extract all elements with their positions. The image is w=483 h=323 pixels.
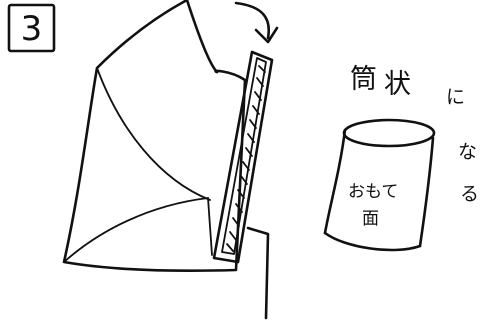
caption-text: 筒 状 に な る [350,64,479,205]
can-label-line2: 面 [362,209,379,229]
step-box-frame [7,3,56,53]
step-number-box: 3 [7,3,56,53]
glue-strip [212,50,274,264]
can-label-line1: おもて [348,182,398,202]
cylinder-bottom [323,231,422,252]
caption-char-3: に [446,86,465,108]
caption-char-5: る [460,183,479,205]
cylinder-drawing: おもて 面 [323,118,436,252]
fold-arrow-icon [234,1,279,44]
caption-char-2: 状 [384,69,411,100]
step-number: 3 [21,9,43,49]
caption-char-1: 筒 [350,64,377,95]
paper-bag-body [62,0,247,273]
cylinder-top [342,118,436,148]
caption-char-4: な [458,141,477,163]
leader-line [246,226,270,320]
